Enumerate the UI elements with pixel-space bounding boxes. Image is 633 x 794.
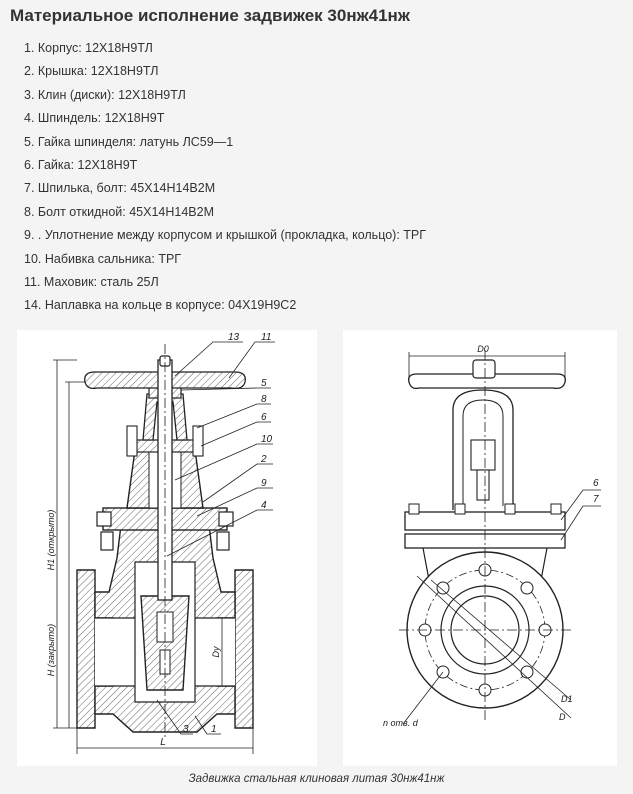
spec-item: 3. Клин (диски): 12Х18Н9ТЛ bbox=[24, 87, 186, 102]
callout-9: 9 bbox=[261, 478, 267, 489]
spec-item: 6. Гайка: 12Х18Н9Т bbox=[24, 157, 138, 172]
callout-3: 3 bbox=[183, 724, 189, 735]
dim-n-label: n отв. d bbox=[383, 718, 419, 728]
callout-10: 10 bbox=[261, 434, 273, 445]
callout-5: 5 bbox=[261, 378, 267, 389]
figure-caption: Задвижка стальная клиновая литая 30нж41н… bbox=[188, 773, 445, 785]
callout-2: 2 bbox=[260, 454, 267, 465]
page-title: Материальное исполнение задвижек 30нж41н… bbox=[10, 6, 410, 25]
spec-item: 14. Наплавка на кольце в корпусе: 04Х19Н… bbox=[24, 298, 297, 313]
material-spec-list: 1. Корпус: 12Х18Н9ТЛ 2. Крышка: 12Х18Н9Т… bbox=[24, 41, 426, 322]
dim-h-label: H (закрыто) bbox=[46, 624, 56, 676]
spec-item: 5. Гайка шпинделя: латунь ЛС59—1 bbox=[24, 134, 234, 149]
front-view-drawing: D0 6 7 D1 D n отв. d bbox=[383, 344, 601, 728]
section-drawing-panel: H1 (открыто) H (закрыто) Dy L 13 11 5 8 … bbox=[17, 330, 317, 766]
front-view-panel: D0 6 7 D1 D n отв. d bbox=[343, 330, 617, 766]
body-right-flange bbox=[234, 569, 254, 729]
dim-d1-label: D1 bbox=[561, 694, 573, 704]
section-drawing: H1 (открыто) H (закрыто) Dy L 13 11 5 8 … bbox=[46, 332, 275, 754]
callout-4: 4 bbox=[261, 500, 267, 511]
callout-6: 6 bbox=[261, 412, 267, 423]
dim-d-label: D bbox=[559, 712, 566, 722]
spec-item: 9. . Уплотнение между корпусом и крышкой… bbox=[24, 228, 427, 243]
handwheel bbox=[408, 373, 566, 390]
dim-d0-label: D0 bbox=[477, 344, 489, 354]
callout-13: 13 bbox=[228, 332, 240, 343]
spec-item: 4. Шпиндель: 12Х18Н9Т bbox=[24, 111, 165, 126]
callout-11: 11 bbox=[261, 332, 271, 343]
body-left-flange bbox=[76, 569, 96, 729]
callout-6: 6 bbox=[593, 478, 599, 489]
callout-1: 1 bbox=[211, 724, 217, 735]
dim-h1-label: H1 (открыто) bbox=[46, 510, 56, 571]
dim-dy-label: Dy bbox=[211, 646, 221, 657]
spec-item: 1. Корпус: 12Х18Н9ТЛ bbox=[24, 41, 153, 55]
spec-item: 11. Маховик: сталь 25Л bbox=[24, 274, 159, 289]
spec-item: 7. Шпилька, болт: 45Х14Н14В2М bbox=[24, 181, 216, 196]
spec-item: 2. Крышка: 12Х18Н9ТЛ bbox=[24, 64, 159, 79]
callout-7: 7 bbox=[593, 494, 599, 505]
spec-item: 10. Набивка сальника: ТРГ bbox=[24, 251, 182, 266]
callout-8: 8 bbox=[261, 394, 267, 405]
spec-item: 8. Болт откидной: 45Х14Н14В2М bbox=[24, 204, 214, 219]
dim-l-label: L bbox=[160, 737, 166, 748]
yoke bbox=[452, 389, 514, 510]
wedge bbox=[140, 595, 190, 691]
